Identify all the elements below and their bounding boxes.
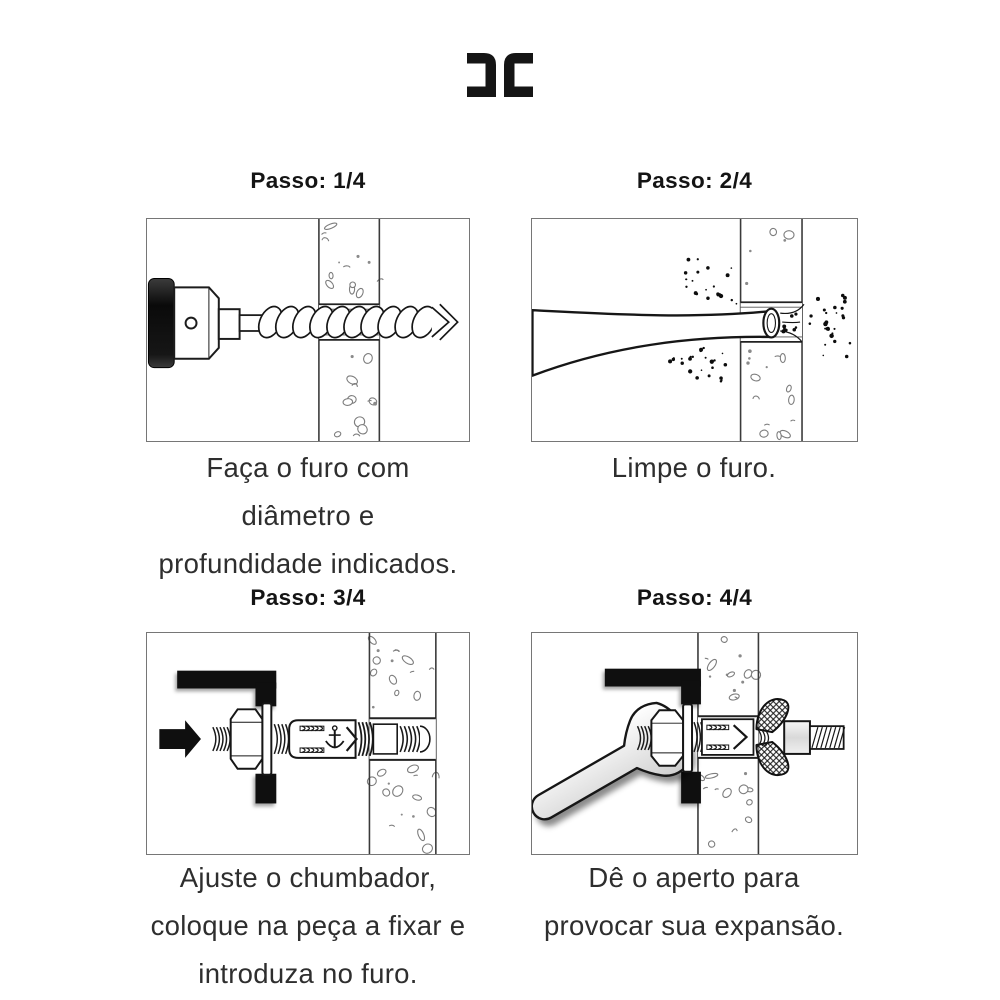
step-4-panel <box>531 632 858 855</box>
bolt-shank <box>783 720 811 755</box>
blower-hose <box>532 303 805 377</box>
insert-anchor-illustration <box>159 633 440 854</box>
step-2-title: Passo: 2/4 <box>636 168 753 193</box>
push-direction-arrow-icon <box>159 720 201 758</box>
dc-brackets-logo-icon <box>467 53 533 97</box>
caption-line: Faça o furo com <box>206 452 410 483</box>
drill-into-wall-illustration <box>147 219 459 441</box>
cone-cap <box>372 723 398 755</box>
anchor-brand-mark <box>325 725 358 752</box>
step-3-panel <box>146 632 470 855</box>
blow-clean-hole-illustration <box>532 219 852 441</box>
drill-chuck <box>147 277 266 369</box>
caption-line: introduza no furo. <box>198 958 418 989</box>
drill-bit <box>257 303 459 341</box>
sleeve-slots <box>706 724 730 751</box>
anchor-bolt <box>212 702 431 776</box>
sleeve-slots <box>299 725 325 754</box>
tighten-anchor-illustration <box>532 633 846 854</box>
step-3-title: Passo: 3/4 <box>250 585 366 610</box>
caption-line: Dê o aperto para <box>588 862 800 893</box>
dust-particles <box>668 257 852 383</box>
step-2-panel <box>531 218 858 442</box>
expansion-direction-chevron <box>732 724 749 750</box>
step-4-caption: Dê o aperto para provocar sua expansão. <box>504 854 884 950</box>
caption-line: provocar sua expansão. <box>543 910 845 941</box>
caption-line: Limpe o furo. <box>611 452 777 483</box>
hex-nut <box>229 708 264 770</box>
step-1-title: Passo: 1/4 <box>250 168 366 193</box>
step-4-title: Passo: 4/4 <box>636 585 753 610</box>
washer <box>682 703 694 773</box>
step-2-caption: Limpe o furo. <box>514 444 874 492</box>
caption-line: profundidade indicados. <box>158 548 458 579</box>
angle-bracket <box>604 668 701 804</box>
caption-line: diâmetro e <box>241 500 375 531</box>
caption-line: Ajuste o chumbador, <box>179 862 437 893</box>
caption-line: coloque na peça a fixar e <box>150 910 466 941</box>
washer <box>261 702 273 776</box>
dust-spray <box>781 312 798 334</box>
anchor-bolt <box>636 698 846 777</box>
angle-bracket <box>177 670 277 804</box>
hex-nut <box>650 709 685 767</box>
step-1-caption: Faça o furo com diâmetro e profundidade … <box>128 444 488 588</box>
step-1-panel <box>146 218 470 442</box>
expansion-flare <box>755 698 790 777</box>
threaded-end <box>809 725 846 750</box>
step-3-caption: Ajuste o chumbador, coloque na peça a fi… <box>118 854 498 998</box>
